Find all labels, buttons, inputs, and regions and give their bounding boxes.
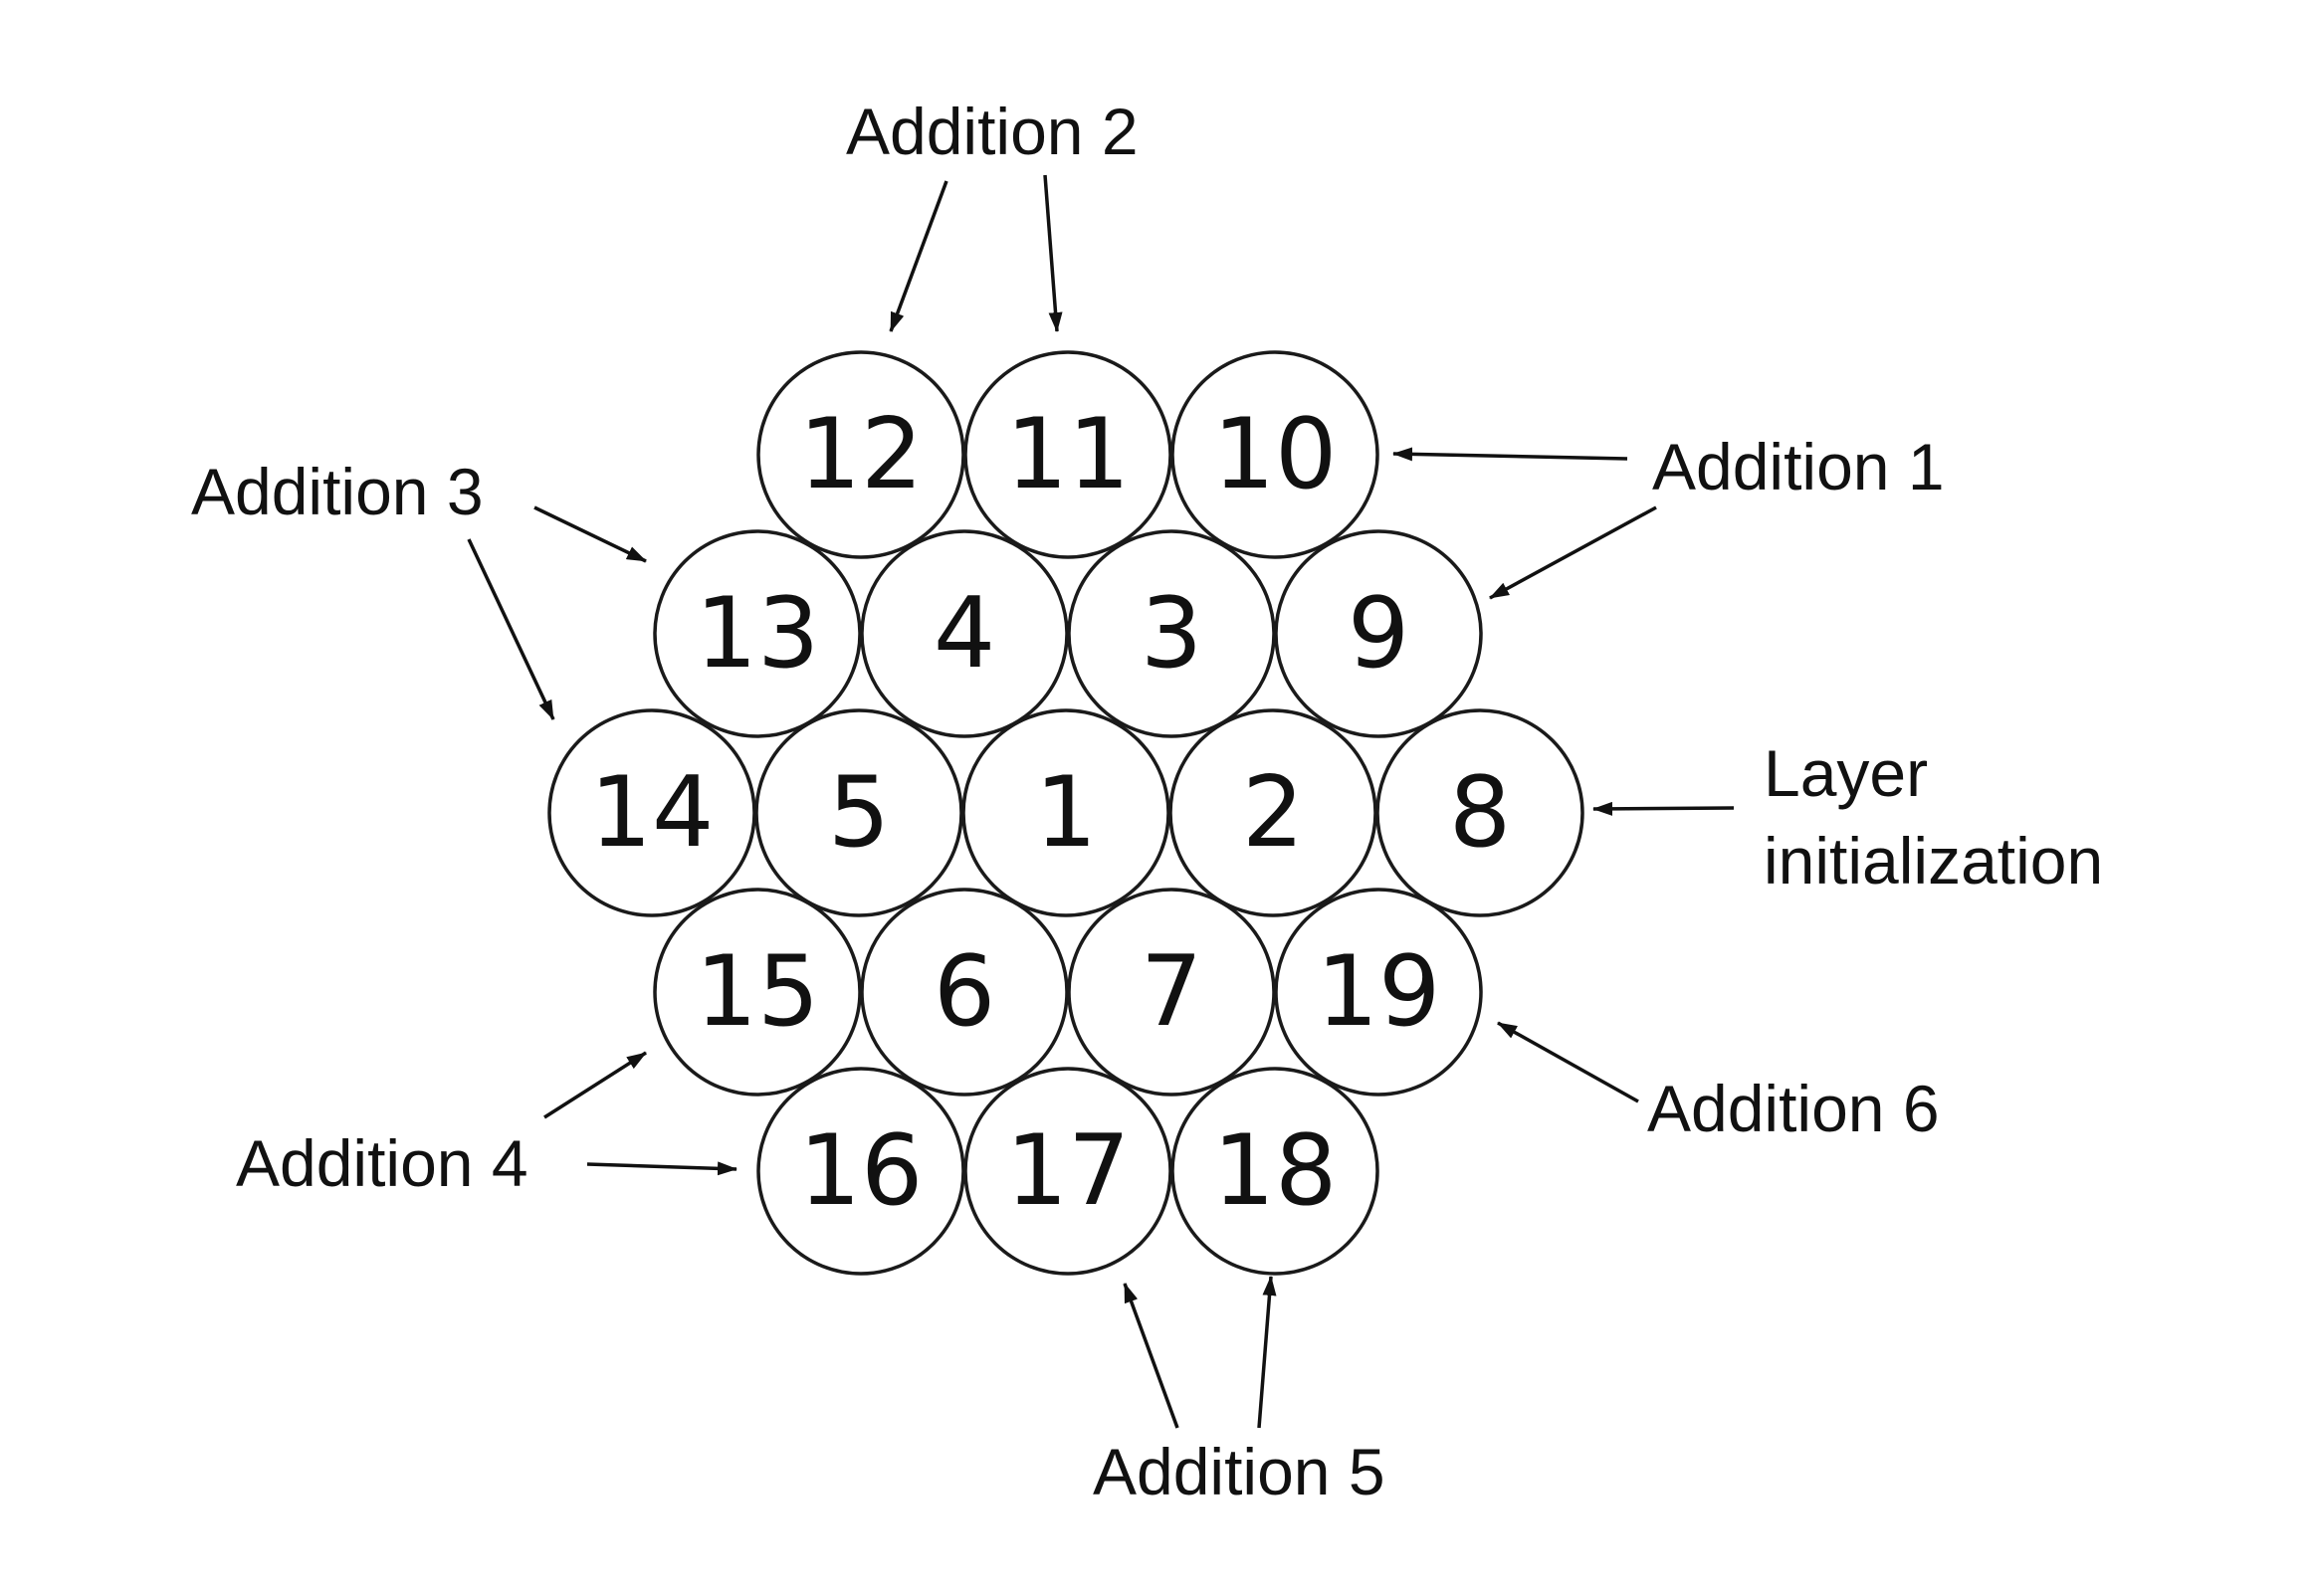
circle-13: 13 [653, 529, 862, 738]
circle-1: 1 [961, 708, 1170, 917]
label-addition-6: Addition 6 [1647, 1072, 1940, 1145]
arrow-addition-2-to-11 [1043, 174, 1063, 332]
arrow-addition-2-to-12 [889, 180, 948, 332]
svg-text:5: 5 [828, 756, 890, 870]
svg-text:9: 9 [1348, 577, 1409, 691]
svg-text:16: 16 [799, 1114, 924, 1228]
arrow-addition-4-to-16 [586, 1161, 737, 1176]
label-layer-init-line1: Layer [1764, 736, 1928, 810]
svg-text:8: 8 [1449, 756, 1511, 870]
label-addition-5: Addition 5 [1093, 1435, 1385, 1508]
label-addition-2: Addition 2 [846, 95, 1139, 168]
circle-3: 3 [1067, 529, 1276, 738]
arrow-addition-3-to-13 [533, 505, 647, 563]
arrow-addition-4-to-15 [543, 1051, 647, 1119]
circle-9: 9 [1274, 529, 1483, 738]
arrow-addition-1-to-9 [1489, 505, 1657, 600]
circle-6: 6 [860, 888, 1069, 1097]
svg-text:12: 12 [799, 398, 924, 511]
circle-18: 18 [1170, 1067, 1379, 1276]
circle-7: 7 [1067, 888, 1276, 1097]
circle-15: 15 [653, 888, 862, 1097]
svg-text:2: 2 [1242, 756, 1304, 870]
svg-text:13: 13 [696, 577, 820, 691]
circle-14: 14 [547, 708, 756, 917]
circle-16: 16 [756, 1067, 965, 1276]
svg-text:19: 19 [1317, 935, 1441, 1049]
label-addition-1: Addition 1 [1652, 430, 1945, 503]
circle-8: 8 [1375, 708, 1584, 917]
label-addition-3: Addition 3 [191, 455, 484, 528]
circle-10: 10 [1170, 350, 1379, 559]
svg-text:4: 4 [934, 577, 995, 691]
svg-text:11: 11 [1006, 398, 1131, 511]
arrow-layer-init-to-8 [1592, 801, 1735, 816]
arrow-addition-3-to-14 [467, 538, 555, 720]
circle-19: 19 [1274, 888, 1483, 1097]
circle-5: 5 [754, 708, 963, 917]
svg-text:3: 3 [1141, 577, 1202, 691]
svg-text:1: 1 [1035, 756, 1097, 870]
arrow-addition-6-to-19 [1497, 1021, 1639, 1103]
arrow-addition-5-to-18 [1257, 1276, 1277, 1429]
arrow-addition-1-to-10 [1392, 447, 1628, 462]
circle-2: 2 [1168, 708, 1377, 917]
svg-text:6: 6 [934, 935, 995, 1049]
circle-11: 11 [963, 350, 1172, 559]
svg-text:7: 7 [1141, 935, 1202, 1049]
label-addition-4: Addition 4 [236, 1126, 528, 1200]
circle-17: 17 [963, 1067, 1172, 1276]
label-layer-init-line2: initialization [1764, 824, 2103, 898]
svg-text:14: 14 [590, 756, 715, 870]
svg-text:10: 10 [1213, 398, 1338, 511]
circle-4: 4 [860, 529, 1069, 738]
circle-12: 12 [756, 350, 965, 559]
svg-text:18: 18 [1213, 1114, 1338, 1228]
svg-text:17: 17 [1006, 1114, 1131, 1228]
svg-text:15: 15 [696, 935, 820, 1049]
arrow-addition-5-to-17 [1123, 1283, 1179, 1429]
